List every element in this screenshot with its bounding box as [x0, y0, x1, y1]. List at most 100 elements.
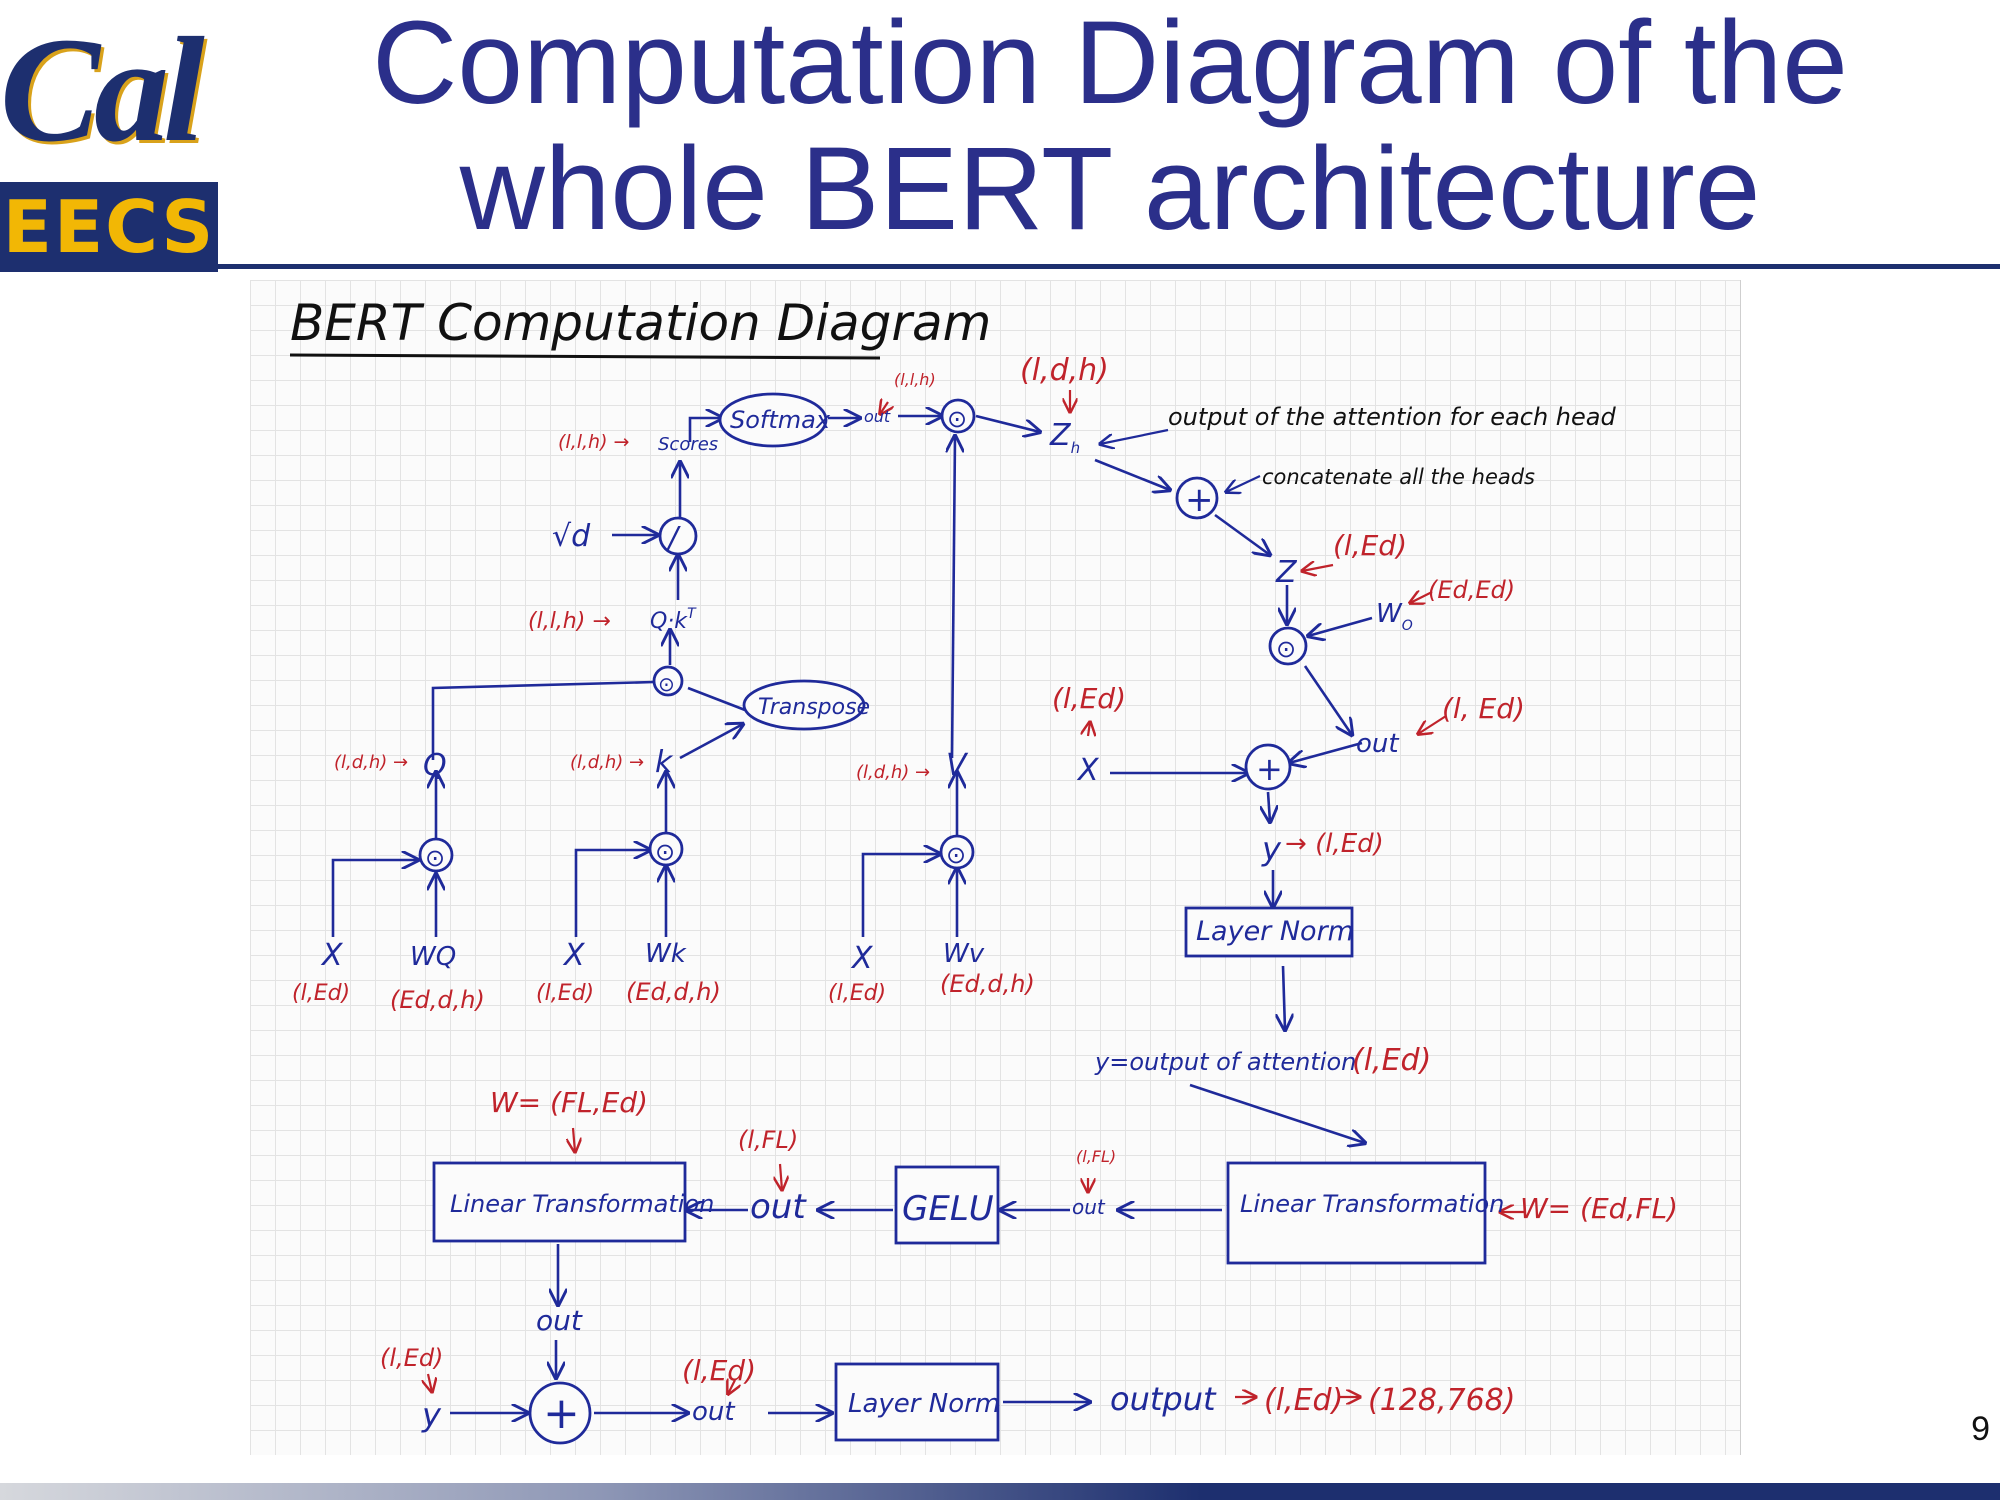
- eecs-wordmark: EECS: [0, 182, 218, 272]
- dot-symbol-wo: ⊙: [1276, 635, 1296, 663]
- scores-label: Scores: [658, 434, 718, 455]
- gelu-label: GELU: [902, 1189, 994, 1229]
- k-label: k: [655, 745, 674, 780]
- x-k-dim: (l,Ed): [536, 981, 594, 1006]
- w-k-dim: (Ed,d,h): [626, 978, 721, 1006]
- linear-1-weight-dim: W= (Ed,FL): [1520, 1192, 1678, 1225]
- gelu-box: [894, 1165, 1000, 1245]
- input-x-k: X: [562, 938, 586, 973]
- note-pointers: [1100, 428, 1261, 492]
- slide-title-line-1: Computation Diagram of the: [372, 0, 1848, 129]
- linear-transformation-label-2: Linear Transformation: [450, 1190, 714, 1218]
- residual-plus-node-2: [528, 1381, 592, 1445]
- z-h-note: output of the attention for each head: [1168, 403, 1616, 431]
- z-label: Z: [1275, 555, 1298, 590]
- ff-out-4-dim: (l,Ed): [682, 1354, 756, 1387]
- dimension-pointers: [428, 390, 1524, 1397]
- cal-eecs-logo: Cal EECS: [0, 0, 218, 272]
- input-w-q: WQ: [410, 942, 456, 972]
- dot-symbol-attn: ⊙: [947, 405, 967, 433]
- layer-norm-box-1: [1184, 906, 1354, 958]
- y-label: y: [1261, 830, 1282, 868]
- dot-product-node-k: [648, 831, 684, 867]
- qk-dim: (l,l,h) →: [528, 609, 611, 634]
- residual-plus-node-1: [1244, 743, 1292, 791]
- plus-symbol-res1: +: [1256, 750, 1283, 788]
- output-dim-1: (l,Ed): [1264, 1383, 1343, 1418]
- input-w-k: Wk: [645, 939, 687, 969]
- plus-symbol-res2: +: [543, 1388, 580, 1439]
- dot-product-node-qk: [652, 665, 684, 697]
- blue-labels: ⊙ ⊙ ⊙ ⊙ / ⊙ + ⊙ + + X WQ X Wk X Wv Q k V…: [320, 403, 1616, 1439]
- k-dim: (l,d,h) →: [570, 752, 644, 773]
- grid-paper-background: [250, 280, 1741, 1455]
- softmax-node: [718, 392, 828, 448]
- softmax-out-label: out: [864, 407, 891, 426]
- concat-plus-node: [1175, 476, 1219, 520]
- final-output-label: output: [1110, 1380, 1217, 1418]
- z-h-label: Zh: [1049, 418, 1080, 457]
- x-v-dim: (l,Ed): [828, 981, 886, 1006]
- dot-symbol-qk: ⊙: [658, 672, 675, 696]
- dot-product-node-q: [418, 837, 454, 873]
- linear-transformation-box-2: [432, 1161, 687, 1243]
- footer-bar: [0, 1483, 2000, 1500]
- transpose-node: [742, 679, 866, 731]
- divide-node: [658, 516, 698, 556]
- attn-out-label: out: [1356, 729, 1399, 759]
- dimension-labels: (l,Ed) (Ed,d,h) (l,Ed) (Ed,d,h) (l,Ed) (…: [292, 353, 1678, 1418]
- scores-dim: (l,l,h) →: [558, 431, 629, 453]
- input-x-q: X: [320, 938, 344, 973]
- linear-transformation-label-1: Linear Transformation: [1240, 1190, 1504, 1218]
- ff-out-1-label: out: [1072, 1195, 1106, 1219]
- dot-product-node-attn: [940, 398, 976, 434]
- residual-x-dim: (l,Ed): [1052, 682, 1126, 715]
- connector-lines: [331, 416, 1373, 1413]
- title-divider: [218, 264, 2000, 269]
- ff-out-1-dim: (l,FL): [1076, 1147, 1116, 1166]
- ff-out-4-label: out: [692, 1397, 735, 1427]
- dot-symbol-k: ⊙: [655, 838, 675, 866]
- input-x-v: X: [850, 941, 874, 976]
- operation-nodes: [418, 392, 1487, 1445]
- w-v-dim: (Ed,d,h): [940, 970, 1035, 998]
- linear-2-weight-dim: W= (FL,Ed): [490, 1086, 648, 1119]
- residual-y-dim: (l,Ed): [380, 1344, 443, 1372]
- sqrt-d-label: √d: [552, 519, 591, 554]
- v-dim: (l,d,h) →: [856, 762, 930, 783]
- slide-title-line-2: whole BERT architecture: [459, 123, 1761, 255]
- attention-output-dim: (l,Ed): [1352, 1043, 1431, 1078]
- q-dim: (l,d,h) →: [334, 752, 408, 773]
- input-w-v: Wv: [943, 939, 985, 969]
- softmax-label: Softmax: [730, 406, 831, 434]
- w-o-dim: (Ed,Ed): [1428, 576, 1515, 604]
- output-dim-2: (128,768): [1368, 1383, 1515, 1418]
- attention-output-label: y=output of attention: [1094, 1048, 1356, 1076]
- ff-out-2-label: out: [750, 1187, 807, 1227]
- dot-symbol-q: ⊙: [425, 844, 445, 872]
- qk-label: Q·kT: [650, 606, 697, 634]
- linear-transformation-box-1: [1226, 1161, 1487, 1265]
- q-label: Q: [423, 748, 447, 783]
- layer-norm-label-2: Layer Norm: [848, 1389, 1000, 1419]
- residual-x-label: X: [1076, 753, 1100, 788]
- dot-product-node-v: [939, 834, 975, 870]
- z-dim: (l,Ed): [1333, 529, 1407, 562]
- ff-out-3-label: out: [536, 1304, 583, 1337]
- w-q-dim: (Ed,d,h): [390, 986, 485, 1014]
- v-label: V: [946, 748, 969, 783]
- layer-norm-label-1: Layer Norm: [1196, 916, 1354, 947]
- x-q-dim: (l,Ed): [292, 981, 350, 1006]
- y-dim: → (l,Ed): [1285, 829, 1384, 859]
- attn-out-dim: (l, Ed): [1442, 692, 1525, 725]
- divide-symbol: /: [665, 521, 681, 556]
- dot-symbol-v: ⊙: [946, 841, 966, 869]
- slide-title: Computation Diagram of the whole BERT ar…: [230, 0, 1990, 252]
- w-o-label: WO: [1376, 599, 1413, 634]
- layer-norm-box-2: [834, 1362, 1000, 1442]
- page-number: 9: [1971, 1410, 1990, 1448]
- softmax-out-dim: (l,l,h): [894, 370, 936, 389]
- z-h-dim: (l,d,h): [1020, 353, 1109, 388]
- heading-underline: [289, 353, 881, 360]
